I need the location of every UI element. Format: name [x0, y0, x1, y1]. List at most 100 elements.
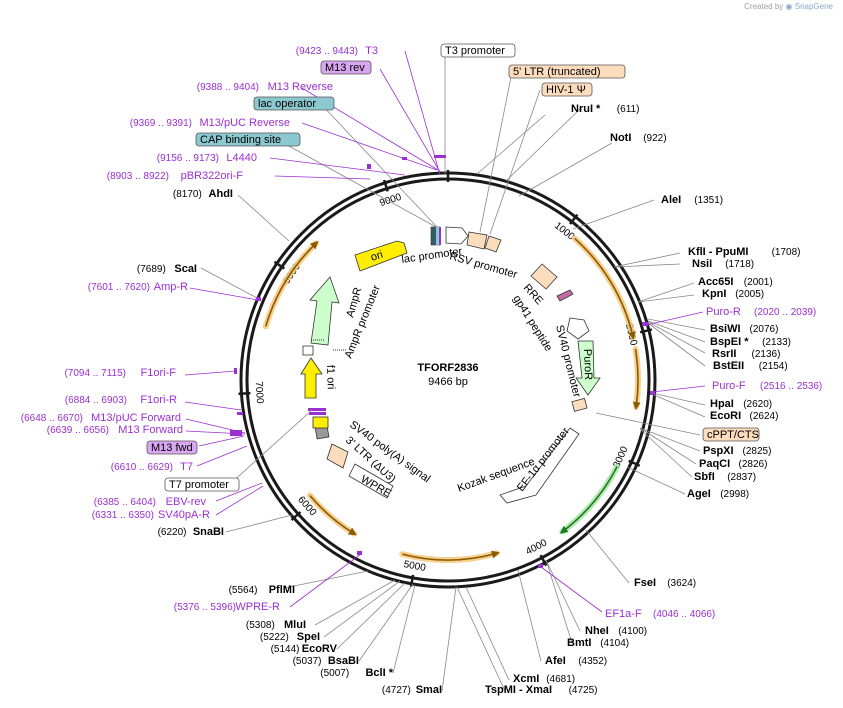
enzyme-site[interactable]: KflI - PpuMI(1708): [688, 246, 801, 258]
primer-site[interactable]: Puro-R(2020 .. 2039): [706, 306, 816, 318]
enzyme-site[interactable]: Acc65I(2001): [698, 276, 773, 288]
primer-position: (9156 .. 9173): [157, 153, 219, 164]
primer-site[interactable]: T7 (6610 .. 6629): [111, 461, 193, 473]
primer-site[interactable]: M13/pUC Reverse(9369 .. 9391): [130, 117, 290, 129]
enzyme-position: (5144): [271, 644, 300, 655]
enzyme-site[interactable]: TspMI - XmaI(4725): [485, 684, 598, 696]
enzyme-site[interactable]: FseI(3624): [634, 577, 696, 589]
feature-box[interactable]: lac operator: [253, 96, 335, 111]
enzyme-site[interactable]: SbfI(2837): [694, 471, 756, 483]
primer-name: M13/pUC Forward: [91, 412, 181, 424]
plasmid-name: TFORF2836: [417, 362, 478, 374]
primer-site[interactable]: F1ori-F(7094 .. 7115): [64, 367, 176, 379]
feature-label-puror: PuroR: [581, 349, 594, 381]
enzyme-site[interactable]: SnaBI(6220): [158, 526, 224, 538]
feature-wpre: [348, 463, 394, 499]
primer-name: F1ori-R: [140, 394, 177, 406]
primer-site[interactable]: L4440(9156 .. 9173): [157, 152, 257, 164]
enzyme-site[interactable]: NsiI(1718): [692, 258, 754, 270]
enzyme-site[interactable]: BclI *(5007): [320, 667, 393, 679]
primer-site[interactable]: WPRE-R(5376 .. 5396): [174, 601, 280, 613]
feature-box[interactable]: 5' LTR (truncated): [508, 64, 626, 79]
primer-site[interactable]: Amp-R(7601 .. 7620): [88, 281, 188, 293]
enzyme-name: SpeI: [297, 631, 320, 643]
primer-site[interactable]: T3(9423 .. 9443): [296, 45, 378, 57]
primer-name: EF1a-F: [605, 608, 642, 620]
enzyme-position: (5308): [246, 620, 275, 631]
enzyme-site[interactable]: HpaI(2620): [710, 398, 772, 410]
enzyme-site[interactable]: NheI(4100): [585, 625, 647, 637]
primer-position: (6610 .. 6629): [111, 462, 173, 473]
scale-tick-label: 7000: [253, 381, 265, 404]
enzyme-position: (1708): [772, 247, 801, 258]
feature-box[interactable]: cPPT/CTS: [702, 427, 760, 442]
primer-name: M13 Reverse: [268, 81, 333, 93]
enzyme-name: BsiWI: [710, 323, 741, 335]
enzyme-site[interactable]: PspXI(2825): [703, 445, 771, 457]
orf-arc-3-shaft: [559, 466, 618, 534]
primer-name: T7: [180, 461, 193, 473]
enzyme-site[interactable]: PflMI(5564): [229, 584, 295, 596]
feature-box[interactable]: HIV-1 Ψ: [541, 82, 593, 97]
primer-name: WPRE-R: [235, 601, 280, 613]
enzyme-site[interactable]: AfeI(4352): [545, 655, 607, 667]
scale-tick-label: 9000: [378, 192, 403, 209]
enzyme-site[interactable]: BmtI(4104): [567, 637, 629, 649]
enzyme-site[interactable]: BsaBI(5037): [293, 655, 359, 667]
enzyme-site[interactable]: EcoRV(5144): [271, 643, 338, 655]
primer-name: Amp-R: [154, 281, 188, 293]
feature-box-label: HIV-1 Ψ: [546, 84, 586, 96]
enzyme-name: EcoRV: [302, 643, 338, 655]
feature-box[interactable]: T7 promoter: [164, 477, 240, 492]
enzyme-site[interactable]: NotI(922): [610, 132, 667, 144]
feature-box-label: T7 promoter: [169, 479, 229, 491]
enzyme-site[interactable]: MluI(5308): [246, 619, 306, 631]
enzyme-site[interactable]: EcoRI(2624): [710, 410, 778, 422]
enzyme-site[interactable]: BstEII (2154): [713, 360, 788, 372]
enzyme-site[interactable]: NruI *(611): [571, 103, 639, 115]
enzyme-position: (4100): [618, 626, 647, 637]
enzyme-name: EcoRI: [710, 410, 741, 422]
primer-site[interactable]: pBR322ori-F(8903 .. 8922): [107, 170, 244, 182]
enzyme-name: PaqCI: [699, 458, 730, 470]
enzyme-position: (2154): [759, 361, 788, 372]
primer-site[interactable]: SV40pA-R(6331 .. 6350): [92, 509, 210, 521]
enzyme-position: (2001): [744, 277, 773, 288]
enzyme-site[interactable]: BspEI *(2133): [710, 336, 791, 348]
primer-site[interactable]: M13/pUC Forward(6648 .. 6670): [21, 412, 181, 424]
enzyme-site[interactable]: ScaI(7689): [137, 263, 197, 275]
feature-box[interactable]: M13 rev: [320, 60, 372, 75]
enzyme-site[interactable]: AgeI(2998): [687, 488, 749, 500]
enzyme-position: (922): [643, 133, 666, 144]
enzyme-site[interactable]: AleI(1351): [661, 194, 723, 206]
scale-tick: [290, 511, 302, 521]
primer-site[interactable]: EF1a-F(4046 .. 4066): [605, 608, 715, 620]
enzyme-site[interactable]: XcmI(4681): [513, 673, 575, 685]
feature-box[interactable]: M13 fwd: [146, 440, 198, 455]
enzyme-name: BmtI: [567, 637, 591, 649]
primer-site[interactable]: F1ori-R(6884 .. 6903): [65, 394, 177, 406]
primer-site[interactable]: M13 Forward(6639 .. 6656): [47, 424, 183, 436]
credit-prefix: Created by: [744, 2, 784, 11]
enzyme-site[interactable]: SmaI(4727): [382, 684, 442, 696]
enzyme-name: AleI: [661, 194, 681, 206]
enzyme-site[interactable]: PaqCI(2826): [699, 458, 767, 470]
enzyme-site[interactable]: RsrII(2136): [712, 348, 780, 360]
enzyme-name: BstEII: [713, 360, 744, 372]
enzyme-position: (4725): [569, 685, 598, 696]
feature-box[interactable]: CAP binding site: [195, 132, 301, 147]
primer-site[interactable]: M13 Reverse(9388 .. 9404): [197, 81, 333, 93]
enzyme-site[interactable]: BsiWI(2076): [710, 323, 778, 335]
primer-site[interactable]: EBV-rev(6385 .. 6404): [94, 496, 207, 508]
enzyme-site[interactable]: AhdI(8170): [173, 188, 233, 200]
primer-site[interactable]: Puro-F(2516 .. 2536): [712, 380, 822, 392]
enzyme-position: (2620): [743, 399, 772, 410]
enzyme-name: RsrII: [712, 348, 736, 360]
feature-box-label: cPPT/CTS: [707, 429, 759, 441]
primer-position: (7094 .. 7115): [64, 368, 126, 379]
feature-box[interactable]: T3 promoter: [440, 43, 516, 58]
enzyme-site[interactable]: KpnI(2005): [702, 288, 764, 300]
enzyme-site[interactable]: SpeI(5222): [260, 631, 320, 643]
